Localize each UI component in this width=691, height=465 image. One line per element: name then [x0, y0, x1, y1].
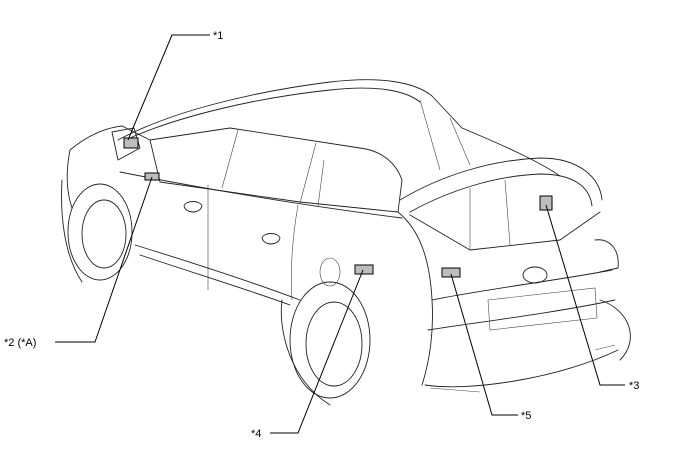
callout-3: *3: [629, 380, 639, 392]
leader-line-5: [450, 273, 518, 416]
part-5-back-door-handle-component: [441, 267, 461, 278]
part-1-mirror-component: [123, 137, 139, 149]
leader-line-4: [270, 269, 364, 434]
leader-line-1: [127, 34, 210, 141]
leader-line-3: [545, 204, 625, 386]
vehicle-body: [61, 79, 631, 406]
callout-labels: *1 *2 (*A) *3 *4 *5: [4, 30, 639, 440]
part-2-front-door-handle-component: [144, 172, 160, 181]
callout-1: *1: [213, 30, 223, 42]
callout-5: *5: [521, 410, 531, 422]
callout-2: *2 (*A): [4, 337, 36, 349]
highlighted-parts: [123, 137, 553, 278]
leader-line-2: [55, 176, 153, 343]
leader-lines: [55, 34, 625, 434]
callout-4: *4: [251, 428, 261, 440]
part-4-rear-door-handle-component: [354, 264, 374, 275]
part-3-back-door-component: [539, 195, 553, 211]
